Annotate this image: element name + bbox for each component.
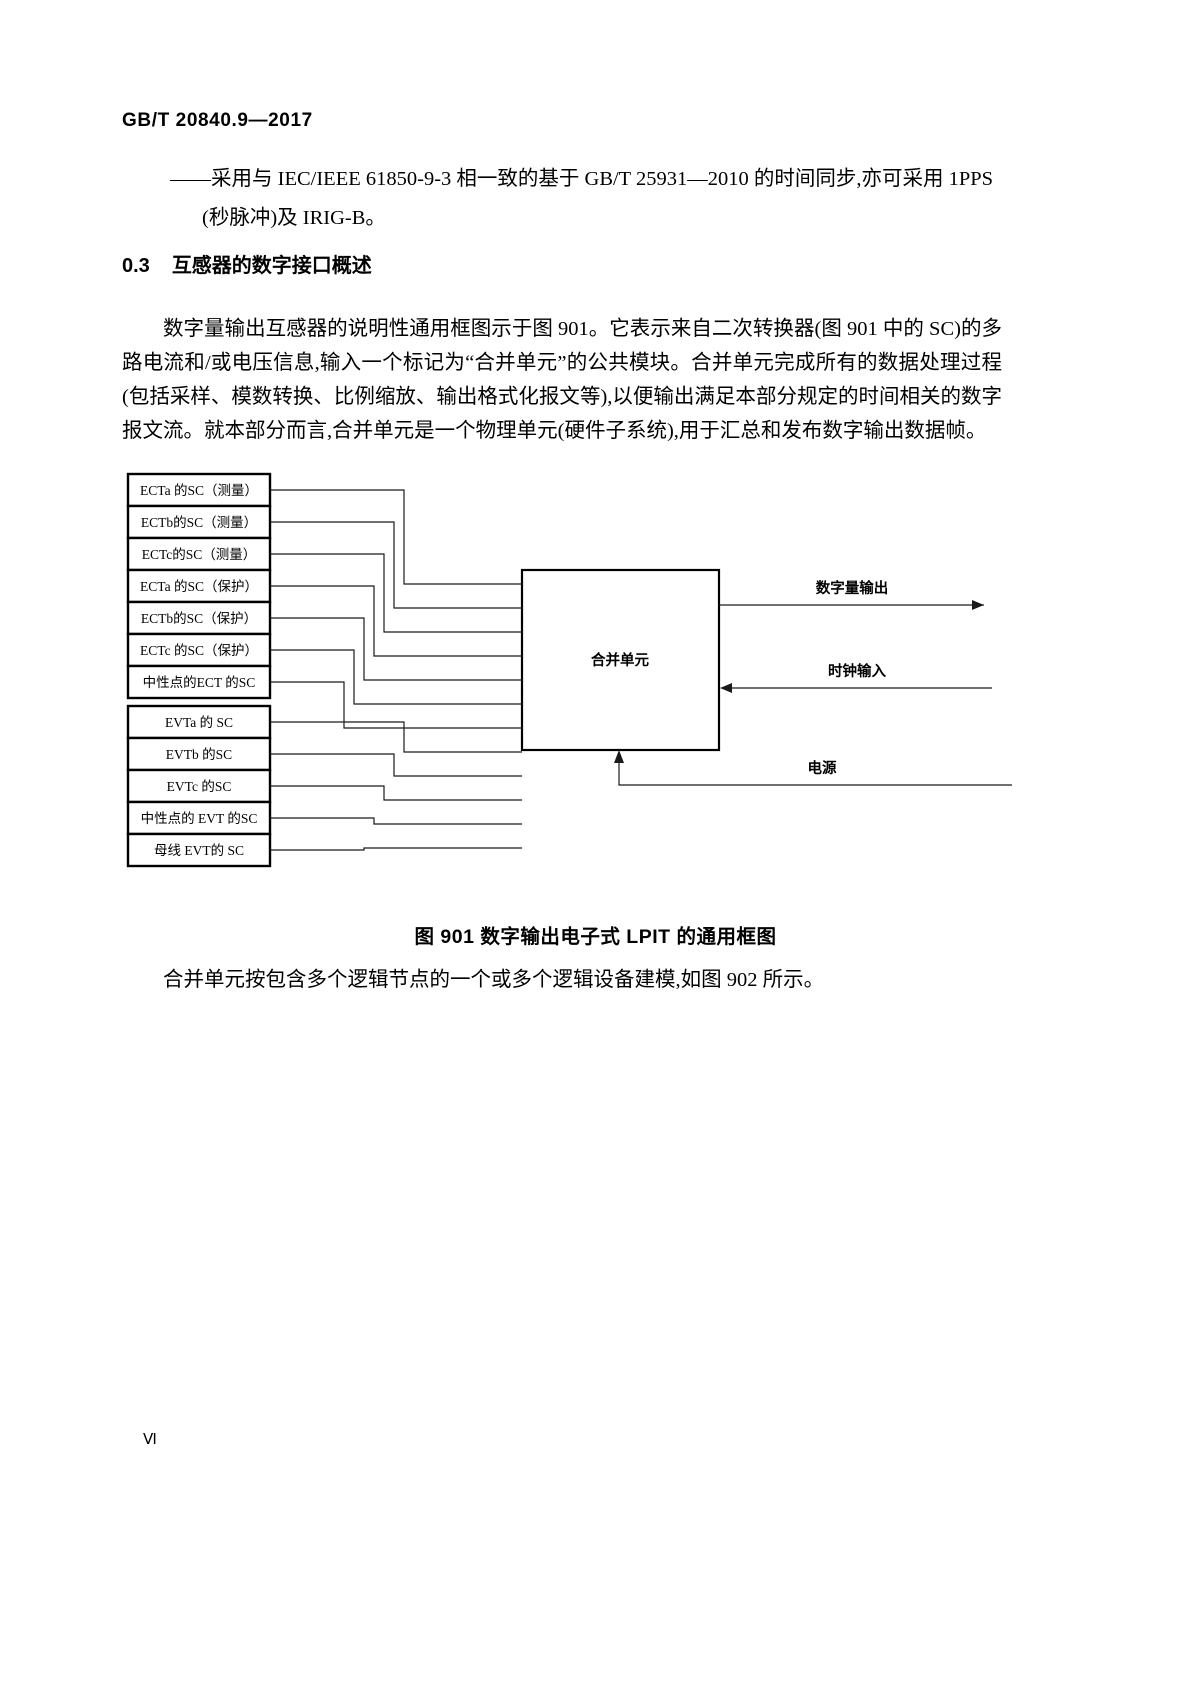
source-box: ECTc的SC（测量）: [126, 536, 272, 572]
clock-input-label: 时钟输入: [828, 662, 886, 680]
source-box: ECTa 的SC（测量）: [126, 472, 272, 508]
figure-901: ECTa 的SC（测量） ECTb的SC（测量） ECTc的SC（测量） ECT…: [122, 460, 1022, 890]
digital-output-label: 数字量输出: [816, 579, 889, 597]
paragraph-intro: 数字量输出互感器的说明性通用框图示于图 901。它表示来自二次转换器(图 901…: [122, 318, 1002, 442]
source-box: 母线 EVT的 SC: [126, 832, 272, 868]
source-box: 中性点的ECT 的SC: [126, 664, 272, 700]
source-box-label: 中性点的 EVT 的SC: [141, 811, 258, 826]
source-box-label: EVTa 的 SC: [165, 715, 233, 730]
section-heading: 0.3 互感器的数字接口概述: [122, 249, 372, 278]
dash-item-line-1: ——采用与 IEC/IEEE 61850-9-3 相一致的基于 GB/T 259…: [170, 168, 994, 190]
source-box: EVTc 的SC: [126, 768, 272, 804]
running-head: GB/T 20840.9—2017: [122, 110, 313, 131]
section-title: 互感器的数字接口概述: [171, 255, 372, 277]
source-box: ECTa 的SC（保护）: [126, 568, 272, 604]
figure-source-box-group-evt: EVTa 的 SC EVTb 的SC EVTc 的SC 中性点的 EVT 的SC…: [126, 704, 272, 868]
merging-unit-label: 合并单元: [590, 651, 649, 669]
figure-caption: 图 901 数字输出电子式 LPIT 的通用框图: [414, 926, 777, 948]
source-box-label: ECTc 的SC（保护）: [140, 643, 258, 658]
source-box: EVTa 的 SC: [126, 704, 272, 740]
source-box-label: 母线 EVT的 SC: [154, 843, 244, 858]
paragraph-after-figure: 合并单元按包含多个逻辑节点的一个或多个逻辑设备建模,如图 902 所示。: [163, 969, 825, 991]
section-number: 0.3: [122, 255, 150, 277]
source-box-label: ECTa 的SC（测量）: [140, 483, 258, 498]
source-box: ECTc 的SC（保护）: [126, 632, 272, 668]
source-box-label: ECTb的SC（保护）: [141, 611, 257, 626]
dash-list-item: ——采用与 IEC/IEEE 61850-9-3 相一致的基于 GB/T 259…: [170, 160, 1020, 238]
figure-source-box-group-ect: ECTa 的SC（测量） ECTb的SC（测量） ECTc的SC（测量） ECT…: [126, 472, 272, 700]
source-box: ECTb的SC（保护）: [126, 600, 272, 636]
source-box-label: ECTa 的SC（保护）: [140, 579, 258, 594]
power-supply-label: 电源: [808, 759, 837, 777]
source-box-label: EVTc 的SC: [167, 779, 232, 794]
source-box-label: EVTb 的SC: [166, 747, 232, 762]
page-folio: Ⅵ: [143, 1432, 157, 1448]
dash-item-line-2: (秒脉冲)及 IRIG-B。: [202, 207, 386, 229]
source-box: 中性点的 EVT 的SC: [126, 800, 272, 836]
source-box-label: ECTb的SC（测量）: [141, 515, 257, 530]
source-box-label: ECTc的SC（测量）: [142, 547, 257, 562]
source-box: ECTb的SC（测量）: [126, 504, 272, 540]
source-box: EVTb 的SC: [126, 736, 272, 772]
source-box-label: 中性点的ECT 的SC: [143, 675, 256, 690]
